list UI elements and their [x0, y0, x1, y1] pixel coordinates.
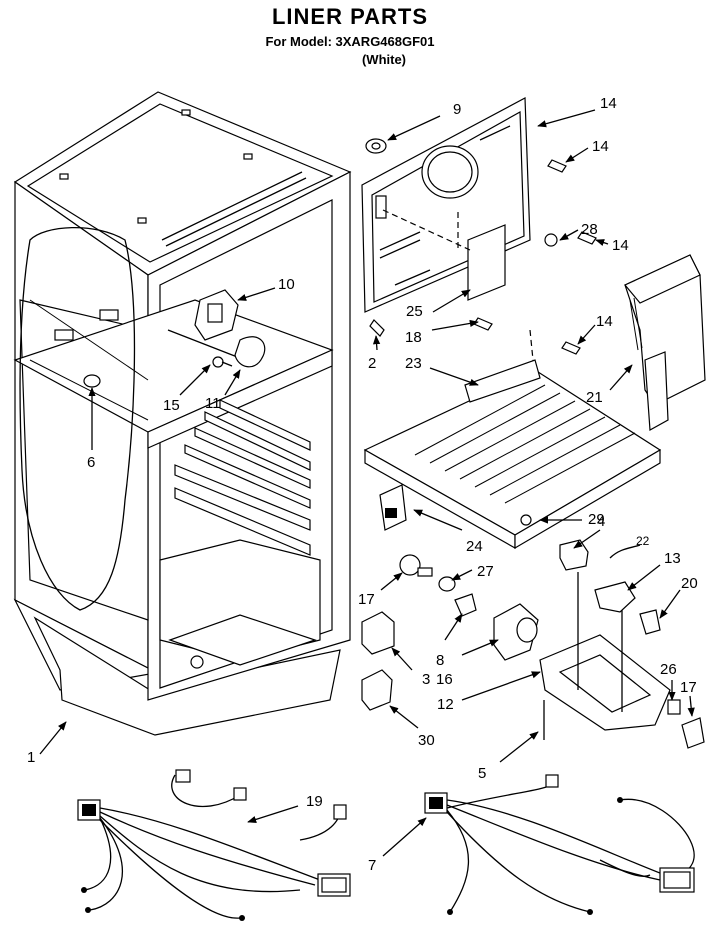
label-part-11: 11 — [205, 395, 221, 412]
label-part-22: 20 — [681, 575, 698, 592]
label-part-7: 7 — [368, 857, 376, 874]
part-6-plug — [83, 374, 101, 388]
label-part-4: 4 — [597, 513, 605, 530]
part-12-control-housing — [539, 572, 705, 749]
label-part-20: 18 — [405, 329, 422, 346]
label-part-10: 10 — [278, 276, 295, 293]
label-part-9: 9 — [453, 101, 461, 118]
part-23-duct-cover — [624, 254, 706, 431]
label-part-12: 12 — [437, 696, 454, 713]
part-21-wire-harness — [77, 769, 351, 921]
label-part-5: 5 — [478, 765, 486, 782]
label-part-2: 2 — [368, 355, 376, 372]
label-part-14a: 14 — [592, 138, 609, 155]
label-part-27: 25 — [406, 303, 423, 320]
label-part-21: 19 — [306, 793, 323, 810]
liner-cabinet — [13, 91, 352, 736]
label-part-14b: 14 — [612, 237, 629, 254]
label-part-6: 6 — [87, 454, 95, 471]
label-part-16: 14 — [600, 95, 617, 112]
label-part-24: 22 — [636, 534, 650, 548]
label-part-3: 3 — [422, 671, 430, 688]
part-number-labels: 9 14 14 28 14 10 25 14 18 2 23 15 11 21 … — [27, 95, 698, 874]
screws — [369, 159, 597, 355]
label-part-15: 15 — [163, 397, 180, 414]
control-components — [559, 539, 661, 635]
small-components — [361, 554, 539, 711]
part-25-evaporator-tray — [363, 359, 662, 550]
label-part-31: 29 — [588, 511, 605, 528]
label-part-32: 30 — [418, 732, 435, 749]
part-9-grommet — [365, 138, 387, 154]
label-part-14c: 14 — [596, 313, 613, 330]
shelf-supports — [174, 399, 311, 556]
label-part-26: 24 — [466, 538, 483, 555]
diagram-title: LINER PARTS — [271, 4, 429, 29]
part-7-wire-harness — [424, 774, 695, 915]
label-part-8: 8 — [436, 652, 444, 669]
label-part-1: 1 — [27, 749, 35, 766]
model-line: For Model: 3XARG468GF01 — [265, 34, 435, 49]
label-part-18: 16 — [436, 671, 453, 688]
label-part-17: 17 — [358, 591, 375, 608]
label-part-28: 26 — [660, 661, 677, 678]
part-26-light-switch — [379, 484, 407, 531]
label-part-29: 27 — [477, 563, 494, 580]
label-part-13: 13 — [664, 550, 681, 567]
label-part-19: 17 — [680, 679, 697, 696]
label-part-30: 28 — [581, 221, 598, 238]
callout-leaders — [39, 109, 695, 857]
color-note: (White) — [361, 52, 407, 67]
label-part-25: 23 — [405, 355, 422, 372]
label-part-23: 21 — [586, 389, 603, 406]
fan-motor-assembly — [167, 289, 266, 368]
part-16-rear-panel — [361, 97, 531, 313]
